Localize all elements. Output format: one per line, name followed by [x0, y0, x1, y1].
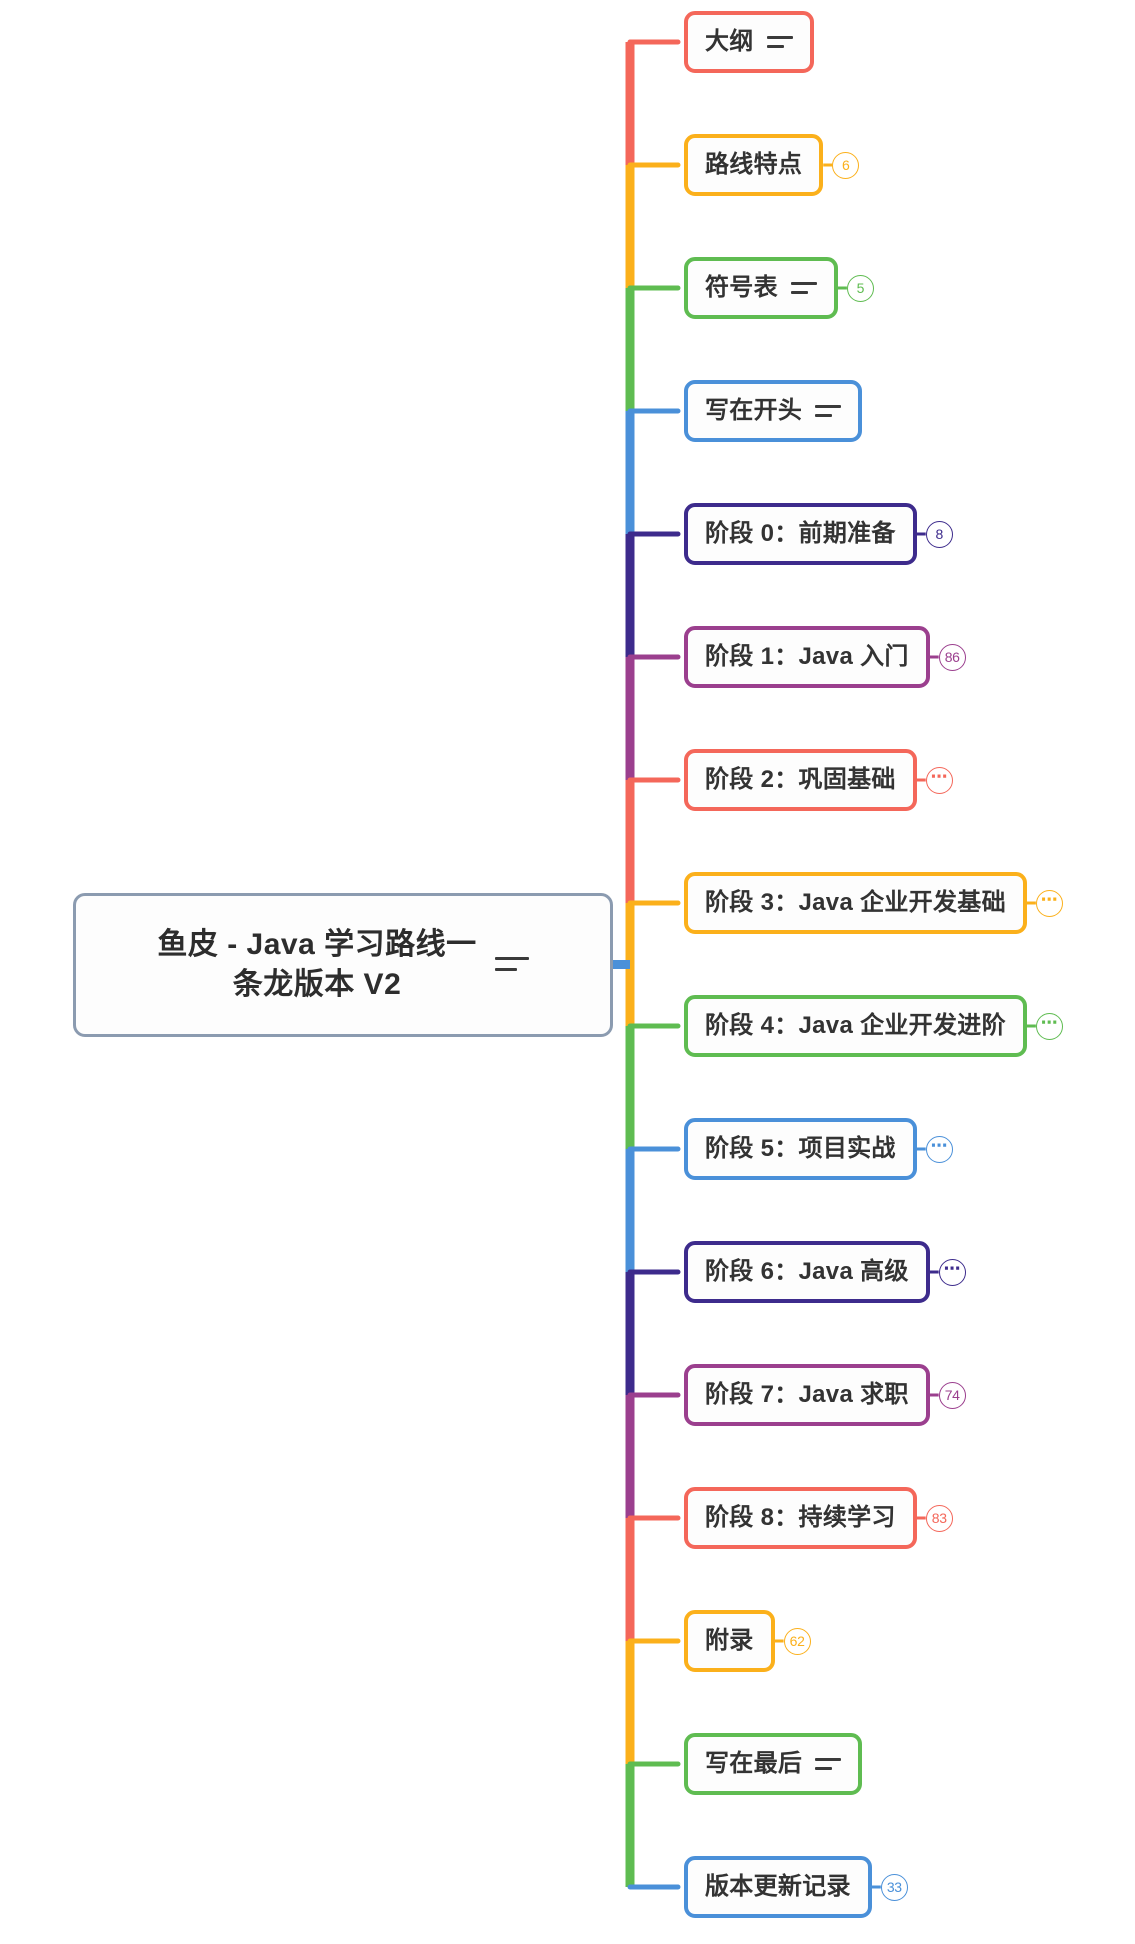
- mindmap-node-label: 写在最后: [705, 1750, 803, 1777]
- mindmap-node[interactable]: 阶段 1：Java 入门: [684, 626, 930, 688]
- mindmap-node-label: 大纲: [705, 28, 754, 55]
- mindmap-node-label: 版本更新记录: [705, 1873, 851, 1900]
- node-child-count-badge[interactable]: ⋯: [1035, 1012, 1063, 1040]
- mindmap-node[interactable]: 阶段 5：项目实战: [684, 1118, 917, 1180]
- note-lines-icon: [815, 1755, 842, 1773]
- mindmap-node[interactable]: 阶段 6：Java 高级: [684, 1241, 930, 1303]
- node-child-count-badge[interactable]: 74: [938, 1381, 966, 1409]
- mindmap-node-label: 阶段 4：Java 企业开发进阶: [705, 1012, 1006, 1039]
- note-lines-icon: [815, 402, 842, 420]
- mindmap-node-label: 阶段 0：前期准备: [705, 520, 896, 547]
- root-node[interactable]: 鱼皮 - Java 学习路线一 条龙版本 V2: [73, 892, 613, 1037]
- mindmap-node[interactable]: 版本更新记录: [684, 1856, 872, 1918]
- node-child-count-badge[interactable]: 86: [938, 643, 966, 671]
- node-child-count-badge[interactable]: 6: [832, 151, 860, 179]
- node-child-count-badge[interactable]: ⋯: [1035, 889, 1063, 917]
- mindmap-node[interactable]: 写在开头: [684, 380, 863, 442]
- mindmap-node-label: 阶段 7：Java 求职: [705, 1381, 909, 1408]
- mindmap-node[interactable]: 写在最后: [684, 1733, 863, 1795]
- mindmap-node[interactable]: 阶段 0：前期准备: [684, 503, 917, 565]
- mindmap-node[interactable]: 符号表: [684, 257, 838, 319]
- note-lines-icon: [766, 33, 793, 51]
- mindmap-node-label: 附录: [705, 1627, 754, 1654]
- node-child-count-badge[interactable]: ⋯: [925, 1135, 953, 1163]
- node-child-count-badge[interactable]: ⋯: [925, 766, 953, 794]
- mindmap-node[interactable]: 阶段 8：持续学习: [684, 1487, 917, 1549]
- node-child-count-badge[interactable]: 62: [783, 1627, 811, 1655]
- node-child-count-badge[interactable]: 83: [925, 1504, 953, 1532]
- mindmap-node-label: 阶段 6：Java 高级: [705, 1258, 909, 1285]
- mindmap-node-label: 路线特点: [705, 151, 803, 178]
- mindmap-node-label: 阶段 2：巩固基础: [705, 766, 896, 793]
- mindmap-node[interactable]: 阶段 4：Java 企业开发进阶: [684, 995, 1027, 1057]
- mindmap-node[interactable]: 附录: [684, 1610, 775, 1672]
- root-node-label: 鱼皮 - Java 学习路线一 条龙版本 V2: [157, 927, 477, 1001]
- mindmap-node[interactable]: 阶段 3：Java 企业开发基础: [684, 872, 1027, 934]
- mindmap-node[interactable]: 大纲: [684, 11, 814, 73]
- mindmap-node-label: 符号表: [705, 274, 778, 301]
- node-child-count-badge[interactable]: 5: [846, 274, 874, 302]
- mindmap-node-label: 阶段 3：Java 企业开发基础: [705, 889, 1006, 916]
- mindmap-node[interactable]: 路线特点: [684, 134, 824, 196]
- note-lines-icon: [790, 279, 817, 297]
- mindmap-node-label: 写在开头: [705, 397, 803, 424]
- node-child-count-badge[interactable]: ⋯: [938, 1258, 966, 1286]
- mindmap-node[interactable]: 阶段 7：Java 求职: [684, 1364, 930, 1426]
- note-lines-icon: [494, 953, 529, 977]
- mindmap-node[interactable]: 阶段 2：巩固基础: [684, 749, 917, 811]
- node-child-count-badge[interactable]: 8: [925, 520, 953, 548]
- mindmap-node-label: 阶段 5：项目实战: [705, 1135, 896, 1162]
- mindmap-node-label: 阶段 1：Java 入门: [705, 643, 909, 670]
- mindmap-node-label: 阶段 8：持续学习: [705, 1504, 896, 1531]
- node-child-count-badge[interactable]: 33: [880, 1873, 908, 1901]
